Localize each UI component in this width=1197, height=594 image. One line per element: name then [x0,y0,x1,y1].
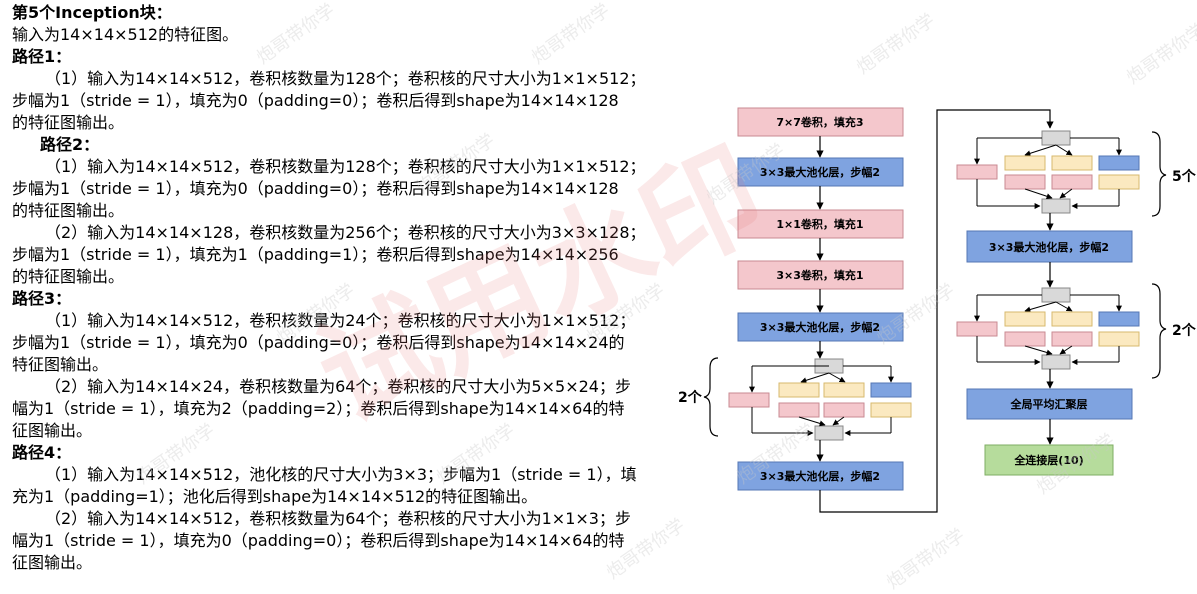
path2-line: （2）输入为14×14×128，卷积核数量为256个；卷积核的尺寸大小为3×3×… [45,223,646,242]
bottleneck-box [778,382,820,398]
inception-block [956,287,1140,370]
path2-line: （1）输入为14×14×512，卷积核数量为128个；卷积核的尺寸大小为1×1×… [45,157,646,176]
path4-line: 幅为1（stride = 1），填充为0（padding=0）；卷积后得到sha… [12,531,625,550]
path3-line: 特征图输出。 [12,355,109,374]
repeat-label: 2个 [678,389,703,406]
conv-box [778,402,820,418]
path2-line: 步幅为1（stride = 1），填充为0（padding=0）；卷积后得到sh… [12,179,619,198]
repeat-label: 5个 [1172,168,1197,185]
path2-line: 的特征图输出。 [12,267,125,286]
path4-line: 充为1（padding=1）；池化后得到shape为14×14×512的特征图输… [12,487,538,506]
bottleneck-box [1004,155,1046,171]
path4-line: 征图输出。 [12,553,93,572]
path3-line: 征图输出。 [12,421,93,440]
path3-line: （2）输入为14×14×24，卷积核数量为64个；卷积核的尺寸大小为5×5×24… [45,377,631,396]
split-node [1041,130,1071,146]
layer-global-avg-pool: 全局平均汇聚层 [966,388,1133,420]
brace [1151,131,1167,217]
layer-maxpool-3: 3×3最大池化层，步幅2 [737,461,904,491]
inception-block [728,358,912,441]
conv-box [956,164,998,180]
layer-label: 3×3最大池化层，步幅2 [760,165,880,179]
merge-node [814,425,844,441]
bottleneck-box [1098,174,1140,190]
path2-line: 步幅为1（stride = 1），填充为1（padding=1）；卷积后得到sh… [12,245,619,264]
layer-maxpool-4: 3×3最大池化层，步幅2 [966,230,1133,263]
bottleneck-box [870,402,912,418]
path4-line: （2）输入为14×14×512，卷积核数量为64个；卷积核的尺寸大小为1×1×3… [45,509,631,528]
connector-line [819,109,1054,513]
conv-box [823,402,865,418]
merge-node [1041,354,1071,370]
layer-maxpool-1: 3×3最大池化层，步幅2 [737,157,904,187]
path4-heading: 路径4： [12,443,72,462]
path3-line: 幅为1（stride = 1），填充为2（padding=2）；卷积后得到sha… [12,399,625,418]
layer-conv7x7: 7×7卷积，填充3 [737,107,904,137]
bottleneck-box [823,382,865,398]
bottleneck-box [1051,311,1093,327]
path2-heading: 路径2： [40,135,100,154]
layer-label: 全连接层(10) [1013,453,1083,467]
layer-label: 全局平均汇聚层 [1010,397,1088,411]
layer-label: 1×1卷积，填充1 [776,217,863,231]
pool-box [870,382,912,398]
layer-conv3x3: 3×3卷积，填充1 [737,260,904,290]
layer-label: 3×3最大池化层，步幅2 [760,320,880,334]
bottleneck-box [1004,311,1046,327]
layer-maxpool-2: 3×3最大池化层，步幅2 [737,312,904,342]
layer-fully-connected: 全连接层(10) [984,444,1114,476]
conv-box [1051,331,1093,347]
merge-node [1041,198,1071,214]
bottleneck-box [1098,331,1140,347]
layer-label: 3×3最大池化层，步幅2 [760,469,880,483]
bottleneck-box [1051,155,1093,171]
layer-label: 7×7卷积，填充3 [776,115,863,129]
pool-box [1098,311,1140,327]
path3-heading: 路径3： [12,289,72,308]
input-description: 输入为14×14×512的特征图。 [12,25,239,44]
inception-block [956,130,1140,214]
network-diagram: 7×7卷积，填充3 3×3最大池化层，步幅2 1×1卷积，填充1 3×3卷积，填… [678,107,1197,513]
conv-box [956,321,998,337]
path1-heading: 路径1： [12,47,72,66]
split-node [1041,287,1071,303]
conv-box [1051,174,1093,190]
pool-box [1098,155,1140,171]
brace [703,357,719,437]
layer-label: 3×3卷积，填充1 [776,268,863,282]
path3-line: 步幅为1（stride = 1），填充为0（padding=0）；卷积后得到sh… [12,333,625,352]
section-title: 第5个Inception块： [12,3,172,22]
layer-label: 3×3最大池化层，步幅2 [989,240,1109,254]
brace [1151,283,1167,379]
conv-box [1004,331,1046,347]
path1-line: 的特征图输出。 [12,113,125,132]
path2-line: 的特征图输出。 [12,201,125,220]
path3-line: （1）输入为14×14×512，卷积核数量为24个；卷积核的尺寸大小为1×1×5… [45,311,636,330]
layer-conv1x1: 1×1卷积，填充1 [737,209,904,239]
path1-line: 步幅为1（stride = 1），填充为0（padding=0）；卷积后得到sh… [12,91,619,110]
conv-box [728,392,770,408]
conv-box [1004,174,1046,190]
repeat-label: 2个 [1172,322,1197,339]
path1-line: （1）输入为14×14×512，卷积核数量为128个；卷积核的尺寸大小为1×1×… [45,69,646,88]
path4-line: （1）输入为14×14×512，池化核的尺寸大小为3×3；步幅为1（stride… [45,465,637,484]
